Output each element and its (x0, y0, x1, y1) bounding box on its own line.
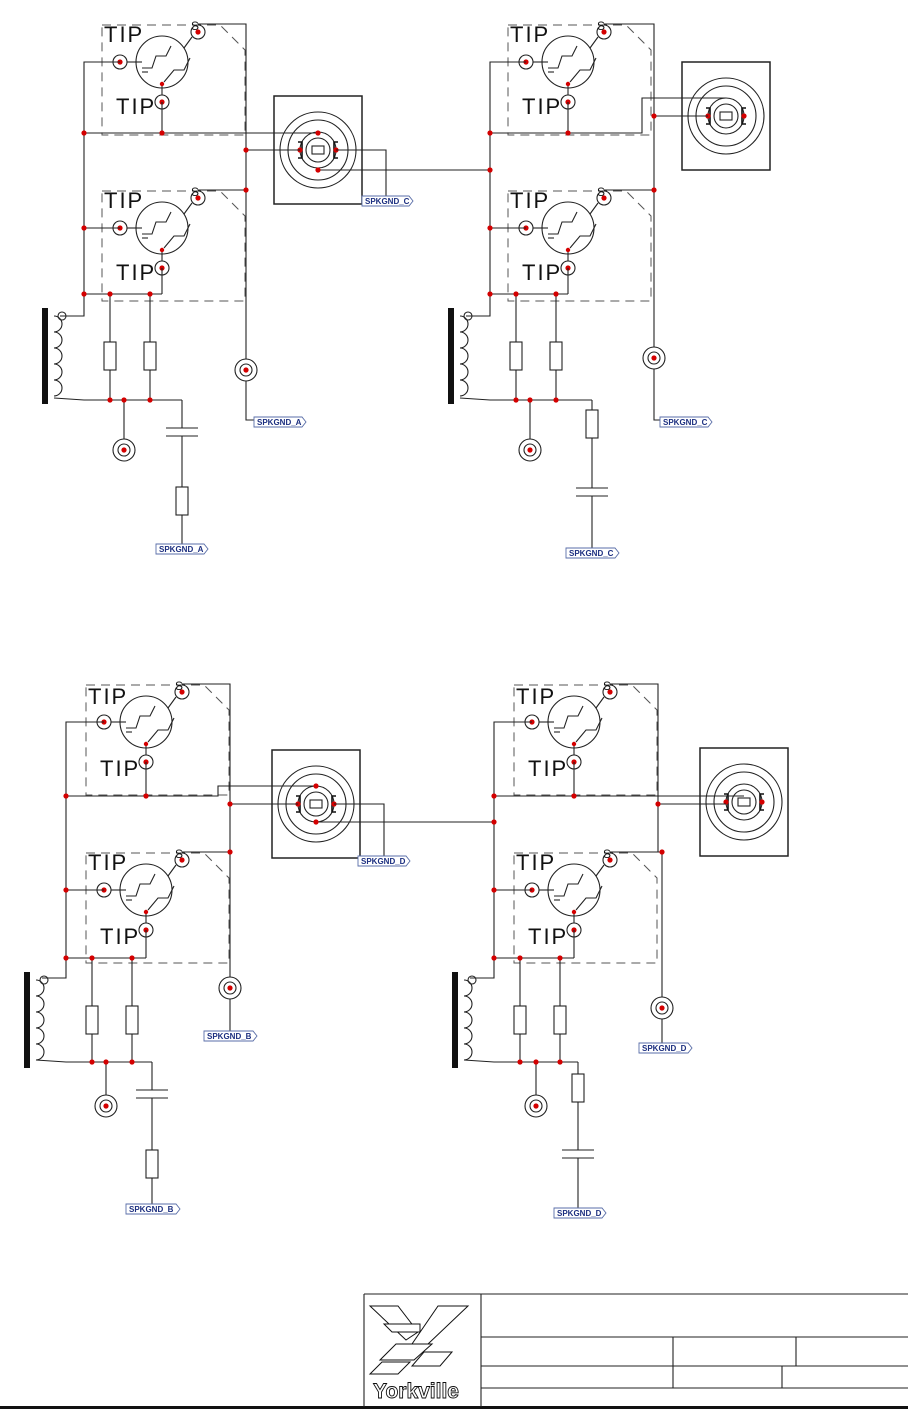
jack-tip-label: TIP (116, 94, 156, 119)
jack-tip-label: TIP (510, 22, 550, 47)
jack-tip-label: TIP (516, 850, 556, 875)
net-label-spkgnd-d-rc: SPKGND_D (553, 1207, 607, 1219)
channel-a-circuit: TIP TIP TIP TIP S S (41, 19, 490, 550)
jack-tip-label: TIP (522, 94, 562, 119)
svg-text:SPKGND_A: SPKGND_A (257, 418, 302, 427)
title-block: Yorkville (0, 1293, 908, 1409)
yorkville-logo: Yorkville (368, 1305, 470, 1403)
net-label-spkgnd-a-post: SPKGND_A (253, 416, 307, 428)
jack-sleeve-label: S (597, 185, 605, 199)
jack-tip-label: TIP (104, 22, 144, 47)
jack-tip-label: TIP (528, 924, 568, 949)
jack-tip-label: TIP (100, 924, 140, 949)
channel-b-circuit: TIP TIP TIP TIP S S (23, 679, 494, 1210)
net-label-spkgnd-d-post: SPKGND_D (638, 1042, 693, 1054)
jack-sleeve-label: S (603, 847, 611, 861)
jack-tip-label: TIP (528, 756, 568, 781)
company-name: Yorkville (373, 1380, 459, 1403)
svg-text:SPKGND_C: SPKGND_C (569, 549, 614, 558)
svg-text:SPKGND_C: SPKGND_C (365, 197, 410, 206)
jack-sleeve-label: S (175, 847, 183, 861)
jack-sleeve-label: S (597, 19, 605, 33)
jack-tip-label: TIP (100, 756, 140, 781)
channel-c-circuit: TIP TIP TIP TIP S S (447, 19, 771, 554)
net-label-spkgnd-c-top: SPKGND_C (361, 195, 414, 207)
jack-tip-label: TIP (88, 850, 128, 875)
jack-sleeve-label: S (191, 19, 199, 33)
channel-d-circuit: TIP TIP TIP TIP S S (451, 679, 789, 1214)
jack-sleeve-label: S (603, 679, 611, 693)
jack-tip-label: TIP (522, 260, 562, 285)
jack-tip-label: TIP (104, 188, 144, 213)
svg-text:SPKGND_C: SPKGND_C (663, 418, 708, 427)
jack-tip-label: TIP (88, 684, 128, 709)
net-label-spkgnd-d-mid: SPKGND_D (357, 855, 411, 867)
svg-text:SPKGND_B: SPKGND_B (129, 1205, 174, 1214)
jack-sleeve-label: S (191, 185, 199, 199)
net-label-spkgnd-b-post: SPKGND_B (203, 1030, 258, 1042)
net-label-spkgnd-c-post: SPKGND_C (659, 416, 713, 428)
net-label-spkgnd-c-rc: SPKGND_C (565, 547, 620, 559)
jack-sleeve-label: S (175, 679, 183, 693)
jack-tip-label: TIP (516, 684, 556, 709)
svg-text:SPKGND_B: SPKGND_B (207, 1032, 252, 1041)
jack-tip-label: TIP (116, 260, 156, 285)
svg-text:SPKGND_D: SPKGND_D (557, 1209, 602, 1218)
net-label-spkgnd-a-rc: SPKGND_A (155, 543, 209, 555)
svg-text:SPKGND_A: SPKGND_A (159, 545, 204, 554)
svg-text:SPKGND_D: SPKGND_D (361, 857, 406, 866)
jack-tip-label: TIP (510, 188, 550, 213)
net-label-spkgnd-b-rc: SPKGND_B (125, 1203, 181, 1215)
svg-text:SPKGND_D: SPKGND_D (642, 1044, 687, 1053)
